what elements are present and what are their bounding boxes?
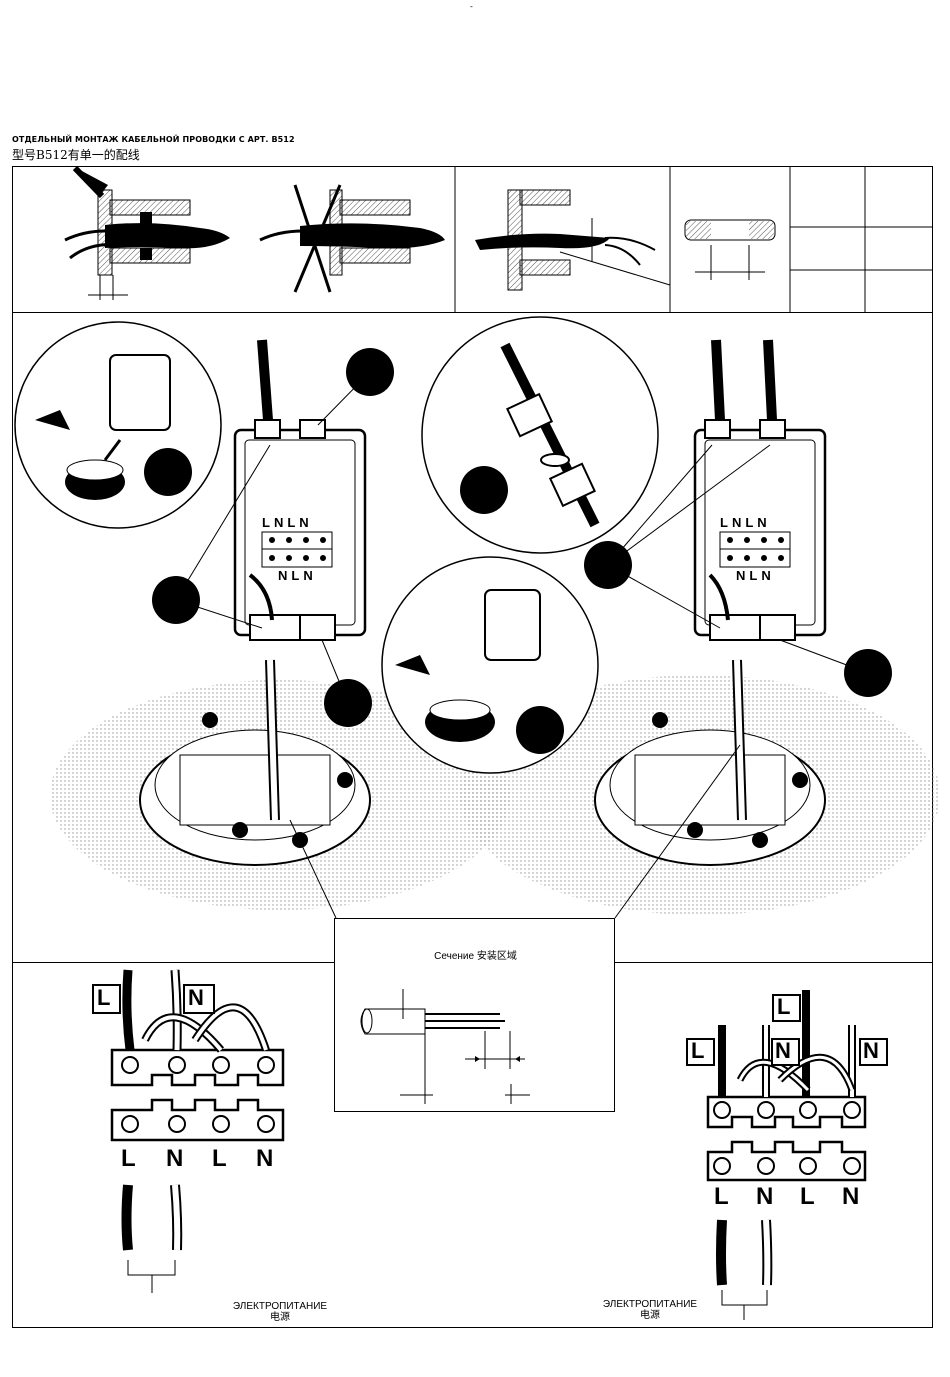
terminal-left-label-3: L: [212, 1145, 227, 1173]
wire-tag-l-right-2: L: [777, 994, 790, 1020]
terminal-block-left: [93, 970, 283, 1293]
power-caption-cn: 电源: [590, 1310, 710, 1321]
power-caption-right: ЭЛЕКТРОПИТАНИЕ 电源: [590, 1299, 710, 1321]
terminal-right-label-2: N: [756, 1183, 773, 1211]
wire-tag-n-right-2: N: [863, 1038, 879, 1064]
power-caption-cn: 电源: [220, 1312, 340, 1323]
wire-tag-l-right-1: L: [691, 1038, 704, 1064]
terminal-right-label-4: N: [842, 1183, 859, 1211]
power-caption-ru: ЭЛЕКТРОПИТАНИЕ: [590, 1299, 710, 1310]
terminal-left-label-2: N: [166, 1145, 183, 1173]
wire-tag-l-left: L: [97, 985, 110, 1011]
terminal-left-label-1: L: [121, 1145, 136, 1173]
wire-tag-n-right-1: N: [775, 1038, 791, 1064]
terminal-right-label-1: L: [714, 1183, 729, 1211]
power-caption-ru: ЭЛЕКТРОПИТАНИЕ: [220, 1301, 340, 1312]
power-caption-left: ЭЛЕКТРОПИТАНИЕ 电源: [220, 1301, 340, 1323]
terminal-left-label-4: N: [256, 1145, 273, 1173]
wire-tag-n-left: N: [188, 985, 204, 1011]
terminal-right-label-3: L: [800, 1183, 815, 1211]
